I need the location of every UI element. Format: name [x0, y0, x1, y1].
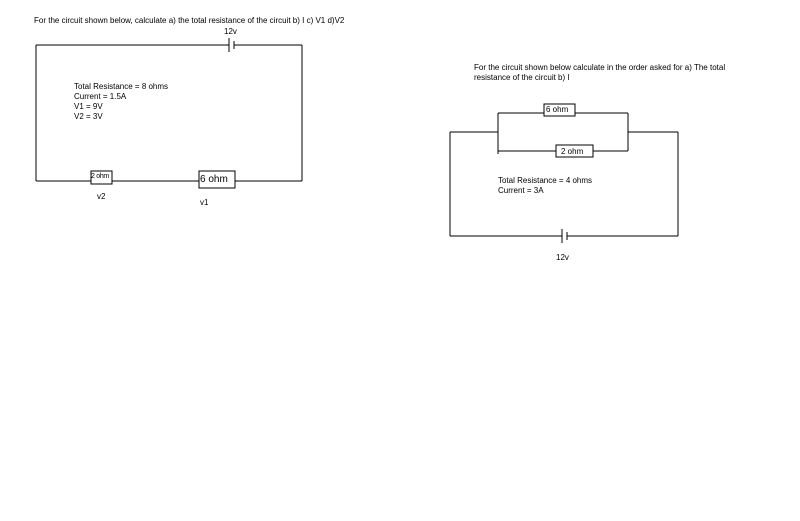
circuit2-question-line1: For the circuit shown below calculate in… [474, 63, 726, 72]
circuit2-question-line2: resistance of the circuit b) I [474, 73, 570, 82]
circuit1-answer-current: Current = 1.5A [74, 92, 127, 101]
circuit2-resistor-6ohm-label: 6 ohm [546, 105, 569, 114]
circuit1-resistor-6ohm [198, 170, 236, 189]
circuit1-battery-label: 12v [224, 27, 237, 36]
circuit1-answer-total-resistance: Total Resistance = 8 ohms [74, 82, 169, 91]
circuit1-wires [35, 44, 303, 182]
circuit2-resistor-6ohm [543, 103, 576, 117]
circuit1-resistor-6ohm-label: 6 ohm [200, 174, 228, 185]
circuit2-wires [449, 112, 679, 237]
circuit1-answer-v2: V2 = 3V [74, 112, 103, 121]
circuit2-resistor-2ohm-label: 2 ohm [561, 147, 584, 156]
circuit1-resistor-2ohm-label: 2 ohm [91, 173, 109, 180]
circuit1-resistor-2ohm [90, 170, 113, 185]
circuit2-answer-current: Current = 3A [498, 186, 544, 195]
circuit2-resistor-2ohm [555, 144, 594, 158]
circuit2-battery-symbol [561, 229, 568, 243]
circuit1-question: For the circuit shown below, calculate a… [34, 16, 345, 25]
circuit1-answer-v1: V1 = 9V [74, 102, 103, 111]
circuit1-v1-label: v1 [200, 198, 209, 207]
circuit2-battery-label: 12v [556, 253, 569, 262]
circuit2-answer-total-resistance: Total Resistance = 4 ohms [498, 176, 593, 185]
circuit1-v2-label: v2 [97, 192, 106, 201]
circuit1-battery-symbol [228, 38, 235, 52]
